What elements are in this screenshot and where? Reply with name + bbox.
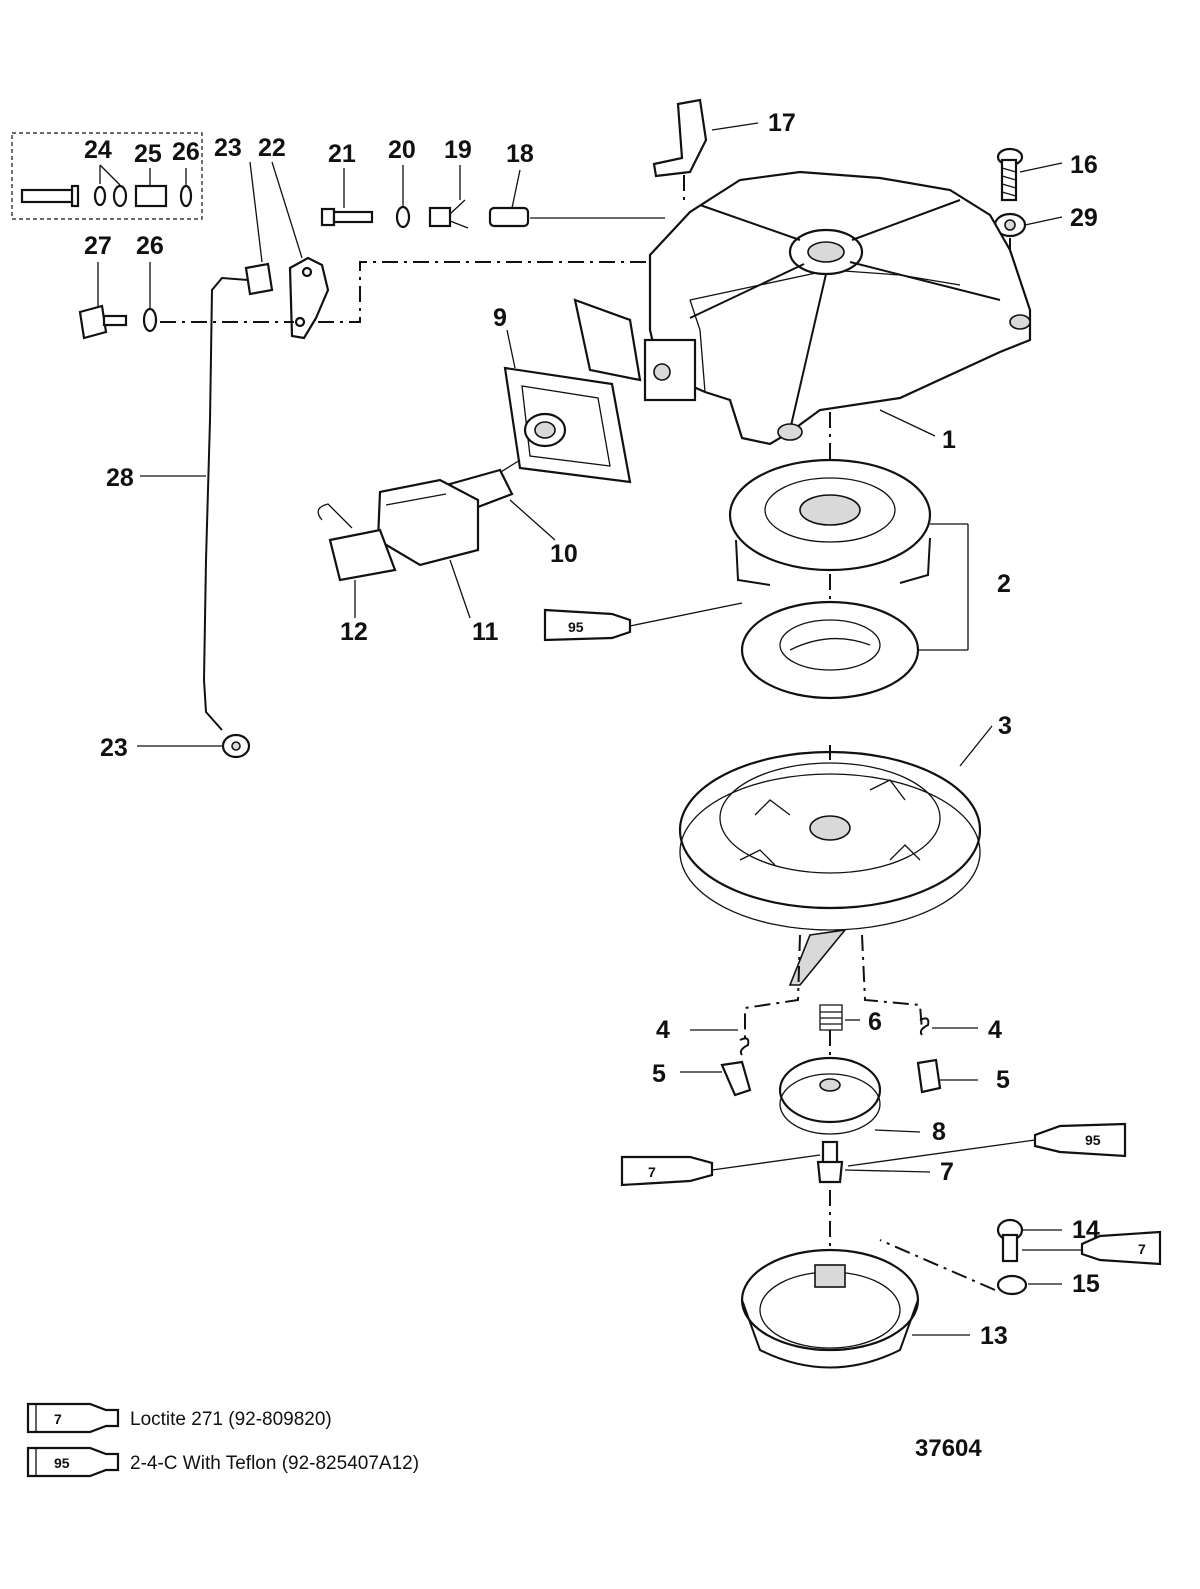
tube-7-left-leader	[711, 1154, 821, 1171]
drawing-number: 37604	[915, 1435, 982, 1462]
callout-7: 7	[940, 1158, 954, 1186]
tube-95-left: 95	[543, 608, 632, 642]
callout-24: 24	[84, 136, 112, 164]
tube-95-right: 95	[1033, 1122, 1127, 1158]
legend: 7 Loctite 271 (92-809820) 95 2-4-C With …	[26, 1402, 419, 1478]
part-7-screw	[816, 1140, 844, 1275]
legend-code-7: 7	[54, 1411, 62, 1427]
part-5-pawl-right	[916, 1058, 942, 1094]
part-6-spring	[819, 1004, 843, 1031]
callout-25: 25	[134, 140, 162, 168]
callout-18: 18	[506, 140, 534, 168]
callout-5-right: 5	[996, 1066, 1010, 1094]
part-2-rewind-spring-assembly	[728, 458, 932, 700]
tube-95-left-leader	[629, 602, 743, 627]
part-15-washer	[996, 1274, 1028, 1296]
part-25-spacer	[134, 184, 168, 208]
callout-17: 17	[768, 109, 796, 137]
tube-7-right: 7	[1080, 1230, 1162, 1266]
part-8-pawl-plate	[778, 1056, 882, 1135]
part-5-pawl-left	[720, 1060, 752, 1097]
part-12-handle-insert	[317, 503, 397, 582]
callout-4-right: 4	[988, 1016, 1002, 1044]
callout-21: 21	[328, 140, 356, 168]
part-4-pawl-spring-left	[739, 1037, 750, 1056]
callout-23-upper: 23	[214, 134, 242, 162]
callout-23-lower: 23	[100, 734, 128, 762]
svg-text:7: 7	[1138, 1241, 1146, 1257]
part-21-screw	[320, 207, 374, 227]
centerline-pawl-left	[744, 934, 801, 1040]
callout-13: 13	[980, 1322, 1008, 1350]
callout-19: 19	[444, 136, 472, 164]
part-17-cam-lever	[652, 98, 708, 205]
callout-29: 29	[1070, 204, 1098, 232]
part-16-bolt	[996, 147, 1024, 202]
legend-item-95: 95 2-4-C With Teflon (92-825407A12)	[26, 1446, 419, 1478]
part-22-throttle-lever	[288, 256, 330, 340]
part-24-screw-washers	[20, 164, 128, 208]
callout-5-left: 5	[652, 1060, 666, 1088]
callout-12: 12	[340, 618, 368, 646]
part-18-sleeve	[488, 206, 530, 228]
legend-item-7: 7 Loctite 271 (92-809820)	[26, 1402, 332, 1434]
part-23-clip-lower	[221, 733, 251, 759]
callout-22: 22	[258, 134, 286, 162]
part-23-clip-upper	[244, 262, 274, 296]
part-3-rope-pulley	[678, 745, 982, 986]
callout-27: 27	[84, 232, 112, 260]
callout-8: 8	[932, 1118, 946, 1146]
callout-20: 20	[388, 136, 416, 164]
callout-labels: 17 16 29 1 2 3 4 4 5 5 6 8 7 14 15 13 9 …	[84, 109, 1100, 1350]
callout-16: 16	[1070, 151, 1098, 179]
callout-9: 9	[493, 304, 507, 332]
svg-text:7: 7	[648, 1164, 656, 1180]
part-27-knob	[78, 304, 128, 340]
callout-15: 15	[1072, 1270, 1100, 1298]
legend-text-95: 2-4-C With Teflon (92-825407A12)	[130, 1453, 419, 1474]
svg-text:95: 95	[1085, 1132, 1101, 1148]
part-19-bushing	[428, 199, 469, 229]
part-28-link-rod	[202, 276, 249, 731]
part-4-pawl-spring-right	[919, 1017, 930, 1036]
centerline-22-housing	[318, 261, 660, 323]
part-1-starter-housing	[643, 170, 1032, 460]
legend-text-7: Loctite 271 (92-809820)	[130, 1409, 332, 1430]
callout-26-upper: 26	[172, 138, 200, 166]
tube-7-left: 7	[620, 1155, 714, 1187]
callout-14: 14	[1072, 1216, 1100, 1244]
part-9-interlock-plate	[503, 298, 642, 484]
svg-text:95: 95	[568, 619, 584, 635]
part-11-start-handle	[376, 478, 480, 567]
callout-11: 11	[472, 618, 499, 646]
tube-95-right-leader	[847, 1139, 1036, 1167]
detail-inset-box	[11, 132, 203, 220]
callout-2: 2	[997, 570, 1011, 598]
part-26-washer-lower	[142, 307, 158, 333]
part-14-bolt	[996, 1218, 1024, 1263]
legend-code-95: 95	[54, 1455, 70, 1471]
part-20-washer	[395, 205, 411, 229]
callout-28: 28	[106, 464, 134, 492]
part-13-drive-cup	[740, 1248, 920, 1369]
callout-1: 1	[942, 426, 956, 454]
callout-6: 6	[868, 1008, 882, 1036]
centerline-pawl-right	[861, 934, 923, 1031]
callout-26-lower: 26	[136, 232, 164, 260]
part-26-washer	[179, 184, 193, 208]
callout-4-left: 4	[656, 1016, 670, 1044]
callout-leaders	[97, 122, 1063, 1336]
callout-10: 10	[550, 540, 578, 568]
callout-3: 3	[998, 712, 1012, 740]
